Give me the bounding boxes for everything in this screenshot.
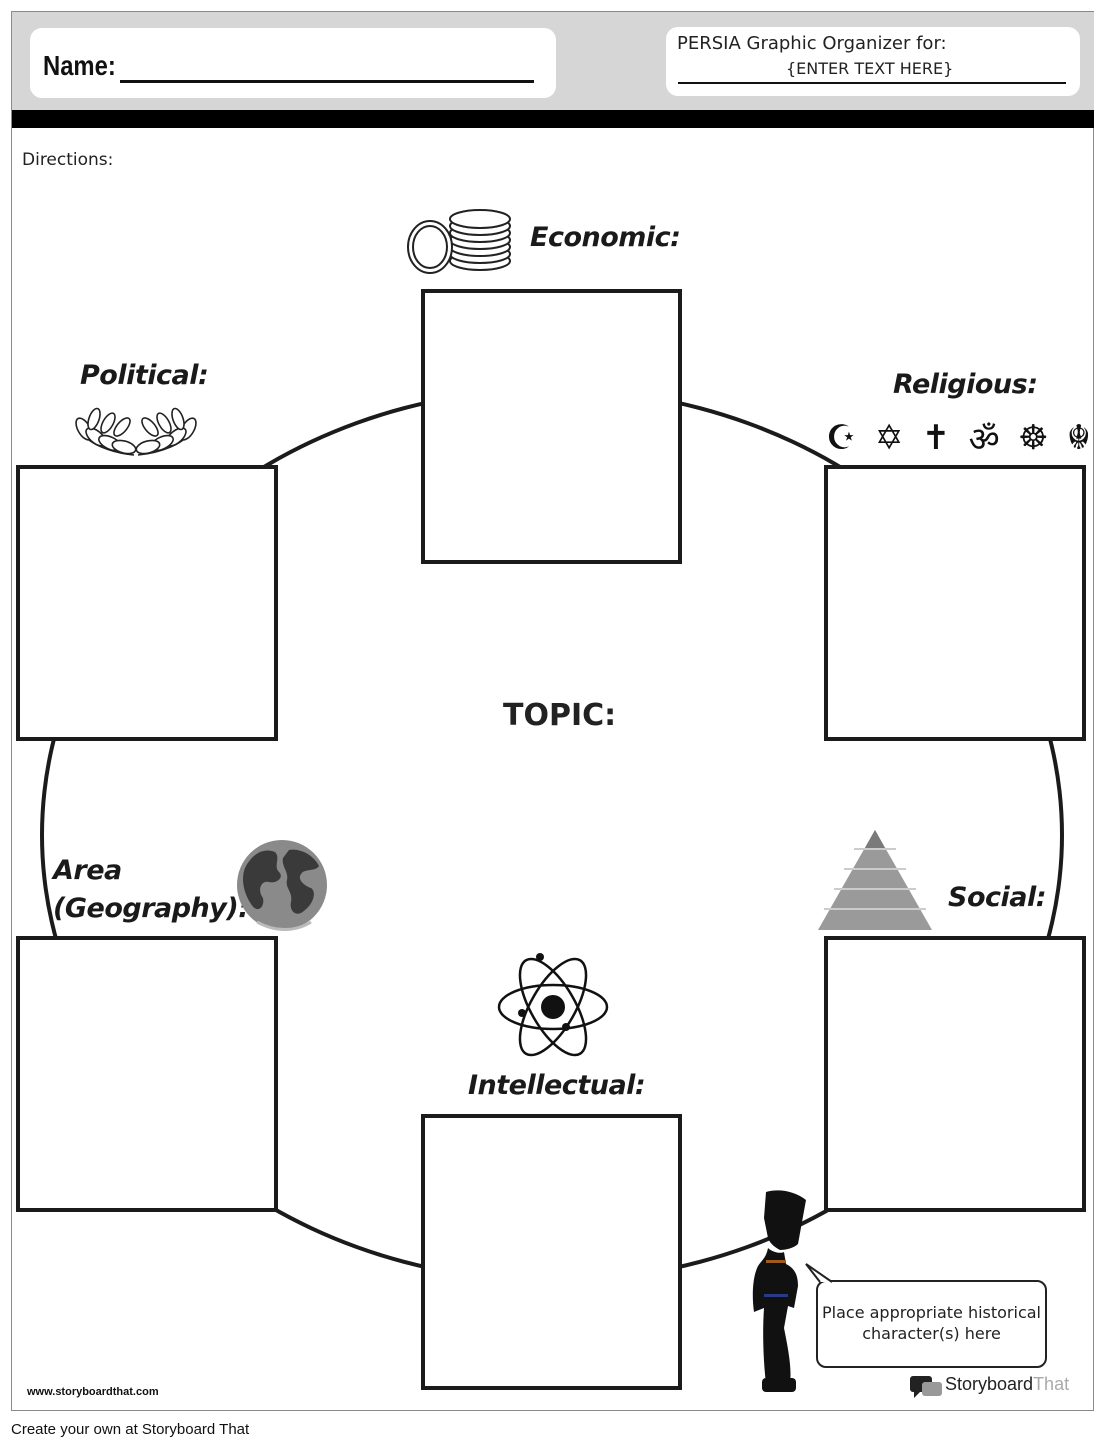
laurel-wreath-icon: [75, 407, 197, 456]
religious-label: Religious:: [893, 369, 1038, 400]
name-box: [30, 28, 556, 98]
site-url[interactable]: www.storyboardthat.com: [27, 1386, 159, 1398]
historical-character-silhouette: [752, 1190, 806, 1392]
khanda-icon: ☬: [1066, 418, 1091, 458]
name-label: Name:: [43, 50, 116, 81]
star-crescent-icon: ☪: [826, 418, 857, 458]
directions-label: Directions:: [22, 150, 114, 170]
economic-box[interactable]: [421, 289, 682, 564]
intellectual-label: Intellectual:: [468, 1070, 646, 1101]
dharma-wheel-icon: ☸: [1017, 418, 1049, 458]
storyboardthat-logo-icon: [910, 1376, 942, 1398]
organizer-topic-field[interactable]: {ENTER TEXT HERE}: [786, 59, 954, 78]
topic-label: TOPIC:: [503, 698, 617, 733]
speech-bubble-text: Place appropriate historical character(s…: [822, 1303, 1041, 1343]
political-label: Political:: [80, 360, 209, 391]
social-box[interactable]: [824, 936, 1086, 1212]
coins-icon: [407, 209, 511, 274]
intellectual-box[interactable]: [421, 1114, 682, 1390]
globe-icon: [237, 840, 327, 931]
social-label: Social:: [948, 882, 1047, 913]
footer-create-link[interactable]: Create your own at Storyboard That: [11, 1421, 250, 1438]
religious-symbols-icon: ☪ ✡ ✝ ॐ ☸ ☬: [826, 414, 1091, 462]
brand-main: Storyboard: [945, 1374, 1034, 1394]
pyramid-icon: [818, 830, 932, 930]
name-field[interactable]: [120, 80, 534, 83]
organizer-title-box: [666, 27, 1080, 96]
area-label: Area (Geography):: [53, 855, 249, 924]
religious-box[interactable]: [824, 465, 1086, 741]
header-divider-bar: [12, 110, 1094, 128]
speech-bubble: [816, 1280, 1047, 1368]
star-of-david-icon: ✡: [874, 418, 904, 458]
political-box[interactable]: [16, 465, 278, 741]
om-icon: ॐ: [968, 420, 1000, 460]
atom-icon: [497, 953, 609, 1057]
organizer-title: PERSIA Graphic Organizer for:: [677, 33, 947, 54]
economic-label: Economic:: [530, 222, 681, 253]
brand-light: That: [1033, 1374, 1070, 1394]
organizer-title-underline: [678, 82, 1066, 84]
brand-wordmark: StoryboardThat: [945, 1374, 1069, 1395]
cross-icon: ✝: [921, 418, 951, 458]
speech-bubble-tail: [805, 1263, 833, 1283]
area-box[interactable]: [16, 936, 278, 1212]
